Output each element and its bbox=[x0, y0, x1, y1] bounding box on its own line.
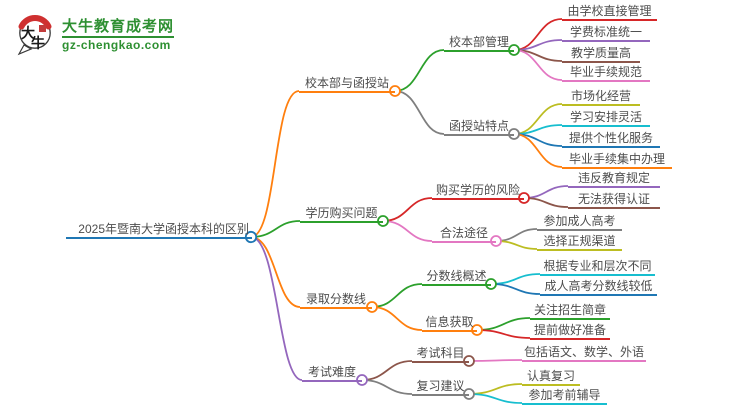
connector bbox=[468, 359, 523, 362]
connector bbox=[394, 90, 445, 135]
node-score-overview[interactable]: 分数线概述 bbox=[422, 268, 491, 286]
connector bbox=[476, 317, 531, 331]
node-branch-campus-vs-station[interactable]: 校本部与函授站 bbox=[299, 75, 395, 93]
connector bbox=[490, 273, 541, 285]
node-root[interactable]: 2025年暨南大学函授本科的区别 bbox=[66, 221, 252, 239]
node-leaf[interactable]: 提前做好准备 bbox=[530, 322, 610, 340]
node-exam-subjects[interactable]: 考试科目 bbox=[412, 345, 469, 363]
node-leaf[interactable]: 违反教育规定 bbox=[568, 170, 660, 188]
node-leaf[interactable]: 选择正规渠道 bbox=[537, 233, 622, 251]
logo-divider bbox=[62, 36, 175, 38]
node-legal-path[interactable]: 合法途径 bbox=[432, 225, 496, 243]
node-branch-degree-purchase[interactable]: 学历购买问题 bbox=[300, 205, 383, 223]
node-purchase-risk[interactable]: 购买学历的风险 bbox=[432, 182, 524, 200]
connector bbox=[394, 49, 445, 92]
node-leaf[interactable]: 成人高考分数线较低 bbox=[540, 278, 657, 296]
node-leaf[interactable]: 教学质量高 bbox=[562, 45, 640, 63]
node-branch-exam-difficulty[interactable]: 考试难度 bbox=[302, 364, 362, 382]
connector bbox=[250, 90, 300, 238]
node-leaf[interactable]: 根据专业和层次不同 bbox=[540, 258, 655, 276]
node-branch-admission-score[interactable]: 录取分数线 bbox=[300, 291, 372, 309]
node-leaf[interactable]: 市场化经营 bbox=[562, 88, 640, 106]
connector bbox=[250, 220, 301, 238]
connector bbox=[513, 133, 563, 168]
connector bbox=[250, 236, 303, 381]
connector bbox=[476, 329, 531, 339]
connector bbox=[250, 236, 301, 308]
site-url: gz-chengkao.com bbox=[62, 38, 171, 52]
node-leaf[interactable]: 提供个性化服务 bbox=[562, 130, 660, 148]
svg-text:牛: 牛 bbox=[31, 35, 45, 51]
connector bbox=[523, 185, 569, 199]
node-review-advice[interactable]: 复习建议 bbox=[412, 378, 469, 396]
connector bbox=[490, 283, 541, 295]
node-leaf[interactable]: 无法获得认证 bbox=[568, 191, 660, 209]
node-leaf[interactable]: 学费标准统一 bbox=[562, 24, 650, 42]
node-leaf[interactable]: 学习安排灵活 bbox=[562, 109, 650, 127]
connector bbox=[361, 360, 413, 381]
connector bbox=[382, 197, 433, 222]
node-leaf[interactable]: 参加考前辅导 bbox=[522, 387, 607, 405]
connector bbox=[513, 49, 563, 81]
connector bbox=[495, 240, 538, 250]
node-leaf[interactable]: 认真复习 bbox=[522, 368, 580, 386]
node-station-features[interactable]: 函授站特点 bbox=[444, 118, 514, 136]
node-leaf[interactable]: 关注招生简章 bbox=[530, 302, 610, 320]
node-campus-management[interactable]: 校本部管理 bbox=[444, 34, 514, 52]
node-leaf[interactable]: 毕业手续集中办理 bbox=[562, 151, 672, 169]
connector bbox=[371, 283, 423, 308]
svg-text:大: 大 bbox=[21, 25, 35, 41]
connector bbox=[495, 228, 538, 242]
connector bbox=[523, 197, 569, 208]
node-leaf[interactable]: 参加成人高考 bbox=[537, 213, 622, 231]
logo-text: 大牛教育成考网 gz-chengkao.com bbox=[62, 18, 175, 52]
node-info-access[interactable]: 信息获取 bbox=[422, 314, 477, 332]
connector bbox=[382, 220, 433, 242]
node-leaf[interactable]: 包括语文、数学、外语 bbox=[522, 344, 646, 362]
connector bbox=[361, 379, 413, 395]
daniu-cow-logo-icon: 大 牛 bbox=[17, 15, 52, 56]
site-logo[interactable]: 大 牛 大牛教育成考网 gz-chengkao.com bbox=[16, 13, 175, 57]
connector bbox=[371, 306, 423, 331]
connector bbox=[468, 383, 523, 395]
site-name: 大牛教育成考网 bbox=[62, 18, 175, 35]
node-leaf[interactable]: 由学校直接管理 bbox=[562, 3, 657, 21]
connector bbox=[468, 393, 523, 404]
node-leaf[interactable]: 毕业手续规范 bbox=[562, 64, 650, 82]
